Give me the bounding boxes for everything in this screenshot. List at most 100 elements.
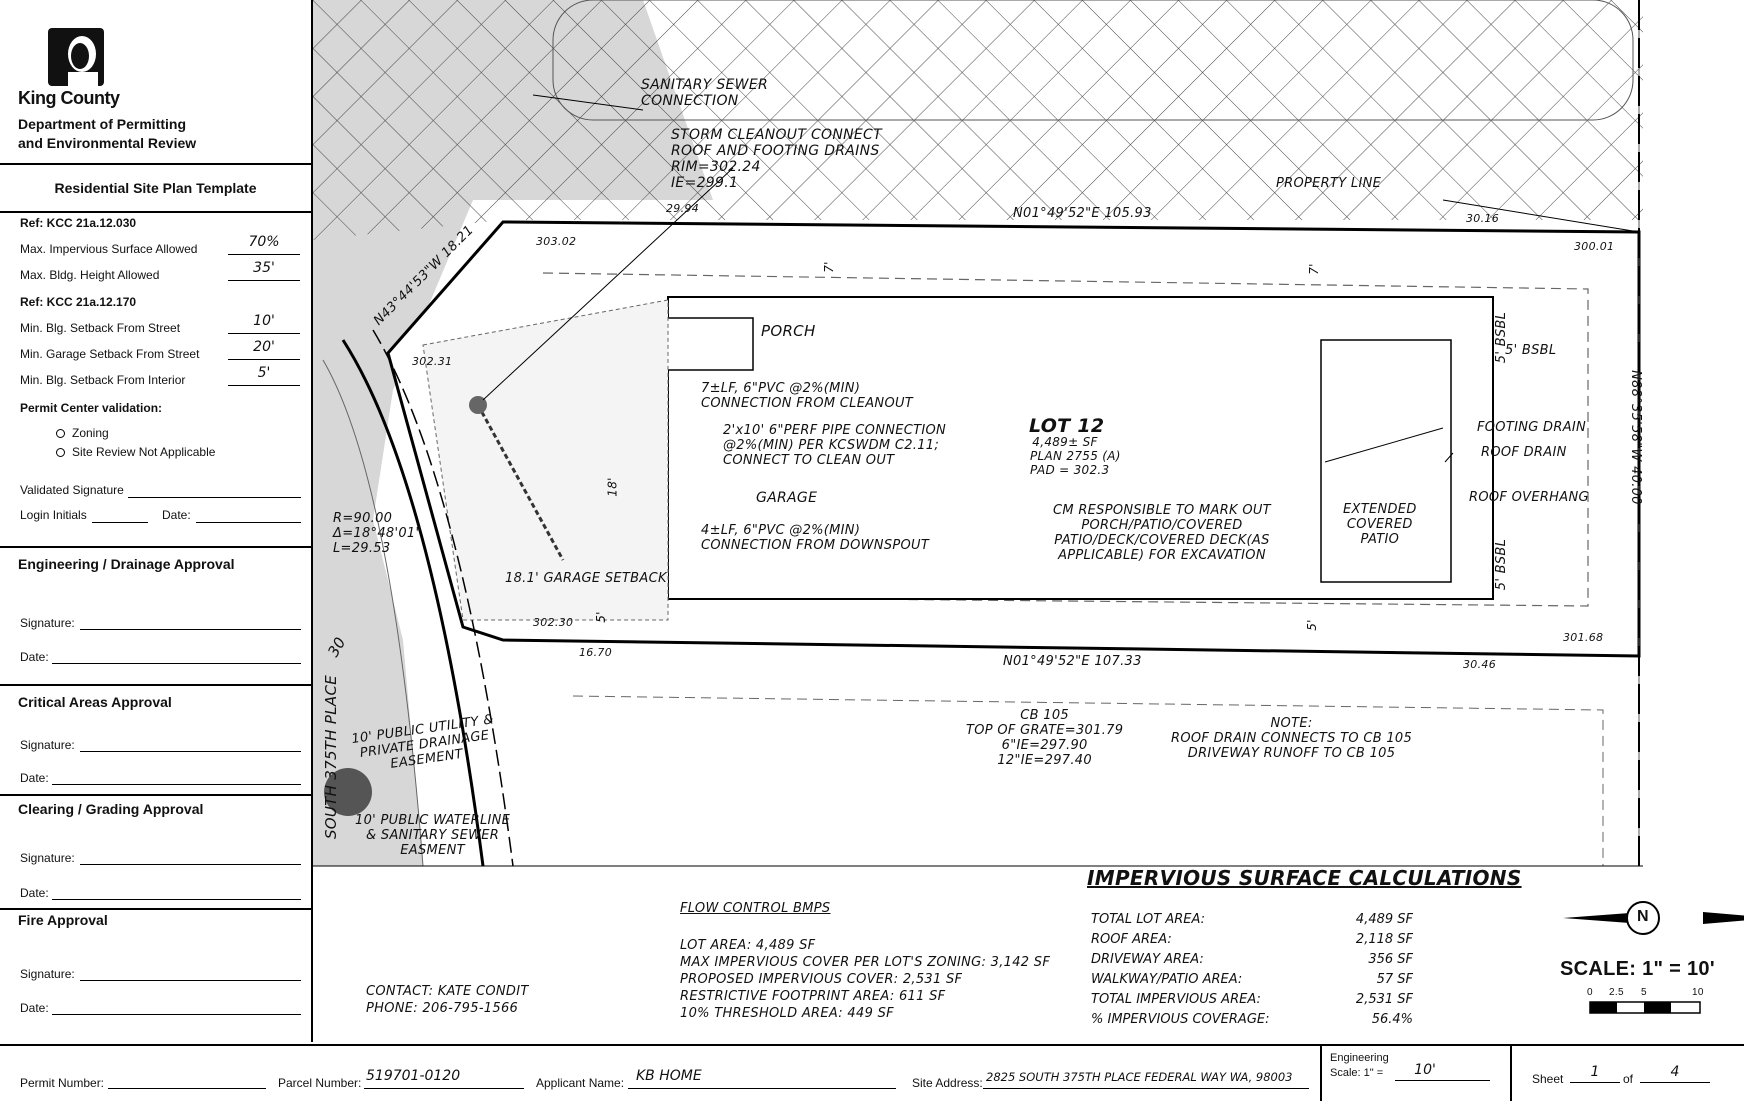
- height-underline: [228, 280, 300, 281]
- scale-bar: [1589, 1001, 1701, 1014]
- bearing-right: N88°35'58"W 40.00: [1627, 370, 1643, 505]
- signature-label: Signature:: [20, 616, 75, 630]
- dim-18: 18': [605, 477, 620, 497]
- elev-303: 303.02: [536, 235, 577, 248]
- site-plan-drawing: SANITARY SEWER CONNECTION STORM CLEANOUT…: [313, 0, 1744, 1042]
- site-review-radio[interactable]: [56, 448, 65, 457]
- property-line-label: PROPERTY LINE: [1276, 176, 1382, 191]
- curve-data: R=90.00 Δ=18°48'01" L=29.53: [333, 511, 422, 556]
- zoning-section: Ref: KCC 21a.12.030 Max. Impervious Surf…: [0, 211, 311, 548]
- applicant-underline: [628, 1088, 896, 1089]
- impervious-value: 70%: [248, 234, 280, 250]
- fire-date-field[interactable]: [52, 1014, 301, 1015]
- engineering-approval-section: Engineering / Drainage Approval Signatur…: [0, 546, 311, 686]
- impervious-label: Max. Impervious Surface Allowed: [20, 242, 198, 256]
- site-address-label: Site Address:: [912, 1076, 983, 1090]
- scale-tick-2-5: 2.5: [1609, 987, 1624, 998]
- validated-signature-field[interactable]: [128, 497, 301, 498]
- garage-setback-label: 18.1' GARAGE SETBACK: [505, 571, 667, 586]
- zoning-radio[interactable]: [56, 429, 65, 438]
- fire-approval-title: Fire Approval: [18, 912, 108, 928]
- ref-kcc-1: Ref: KCC 21a.12.030: [20, 216, 137, 230]
- calc-row-value: 56.4%: [1371, 1012, 1413, 1027]
- eng-scale-label-2: Scale: 1" =: [1330, 1067, 1384, 1079]
- garage-label: GARAGE: [756, 490, 818, 506]
- flow-control-list: LOT AREA: 4,489 SF MAX IMPERVIOUS COVER …: [680, 938, 1051, 1021]
- clearing-signature-field[interactable]: [80, 864, 301, 865]
- calc-row-label: TOTAL IMPERVIOUS AREA:: [1091, 992, 1261, 1007]
- scale-label: SCALE: 1" = 10': [1560, 958, 1715, 980]
- validated-date-field[interactable]: [196, 522, 301, 523]
- roof-drain-label: ROOF DRAIN: [1481, 445, 1567, 460]
- critical-signature-field[interactable]: [80, 751, 301, 752]
- permit-center-label: Permit Center validation:: [20, 401, 163, 415]
- permit-number-label: Permit Number:: [20, 1076, 105, 1090]
- site-address-value: 2825 SOUTH 375TH PLACE FEDERAL WAY WA, 9…: [986, 1070, 1293, 1084]
- dim-29-94: 29.94: [666, 202, 699, 215]
- dim-7-right: 7': [1306, 263, 1321, 275]
- validated-signature-label: Validated Signature: [20, 483, 124, 497]
- site-address-underline: [983, 1088, 1309, 1089]
- street-setback-label: Min. Blg. Setback From Street: [20, 321, 181, 335]
- pvc-downspout-note: 4±LF, 6"PVC @2%(MIN) CONNECTION FROM DOW…: [701, 523, 930, 553]
- date-label: Date:: [20, 886, 49, 900]
- eng-scale-underline: [1395, 1080, 1490, 1081]
- footing-drain-label: FOOTING DRAIN: [1477, 420, 1587, 435]
- of-label: of: [1623, 1072, 1634, 1086]
- bearing-top: N01°49'52"E 105.93: [1013, 206, 1152, 221]
- signature-label: Signature:: [20, 738, 75, 752]
- fire-signature-field[interactable]: [80, 980, 301, 981]
- bearing-bottom: N01°49'52"E 107.33: [1003, 654, 1142, 669]
- impervious-calc-title: IMPERVIOUS SURFACE CALCULATIONS: [1087, 866, 1522, 890]
- storm-cleanout-note: STORM CLEANOUT CONNECT ROOF AND FOOTING …: [671, 127, 882, 191]
- sheet-underline: [1570, 1082, 1620, 1083]
- king-silhouette-icon: [68, 36, 98, 86]
- engineering-date-field[interactable]: [52, 663, 301, 664]
- critical-date-field[interactable]: [52, 784, 301, 785]
- roof-overhang-label: ROOF OVERHANG: [1469, 490, 1589, 505]
- extended-patio-label: EXTENDED COVERED PATIO: [1343, 502, 1417, 547]
- elev-300-01: 300.01: [1574, 240, 1615, 253]
- engineering-signature-field[interactable]: [80, 629, 301, 630]
- scale-tick-5: 5: [1641, 987, 1647, 998]
- signature-label: Signature:: [20, 967, 75, 981]
- date-label: Date:: [20, 650, 49, 664]
- zoning-option-label: Zoning: [72, 426, 109, 440]
- org-dept-line2: and Environmental Review: [18, 135, 197, 151]
- pvc-cleanout-note: 7±LF, 6"PVC @2%(MIN) CONNECTION FROM CLE…: [701, 381, 914, 411]
- dim-30-16: 30.16: [1466, 212, 1499, 225]
- parcel-number-value: 519701-0120: [366, 1068, 461, 1084]
- interior-setback-value: 5': [257, 365, 271, 381]
- king-county-logo: [48, 28, 104, 86]
- calc-row-value: 4,489 SF: [1355, 912, 1413, 927]
- site-review-option-label: Site Review Not Applicable: [72, 445, 216, 459]
- permit-number-field[interactable]: [108, 1088, 266, 1089]
- public-waterline-easement: 10' PUBLIC WATERLINE & SANITARY SEWER EA…: [355, 813, 511, 858]
- org-dept-line1: Department of Permitting: [18, 116, 187, 132]
- drainage-note: NOTE: ROOF DRAIN CONNECTS TO CB 105 DRIV…: [1171, 716, 1413, 761]
- lot-title: LOT 12: [1029, 415, 1105, 437]
- elev-301-68: 301.68: [1563, 631, 1604, 644]
- bottom-title-bar: Permit Number: Parcel Number: 519701-012…: [0, 1044, 1744, 1101]
- north-arrow-icon: [1563, 901, 1744, 935]
- org-name: King County: [18, 88, 120, 108]
- sheet-label: Sheet: [1532, 1072, 1564, 1086]
- login-initials-field[interactable]: [92, 522, 148, 523]
- calc-row-label: TOTAL LOT AREA:: [1091, 912, 1205, 927]
- street-name-label: SOUTH 375TH PLACE: [322, 674, 341, 840]
- flow-control-title: FLOW CONTROL BMPS: [680, 901, 831, 916]
- eng-scale-label-1: Engineering: [1330, 1052, 1389, 1064]
- sheet-total-underline: [1640, 1082, 1710, 1083]
- interior-setback-label: Min. Blg. Setback From Interior: [20, 373, 186, 387]
- height-value: 35': [253, 260, 275, 276]
- ref-kcc-2: Ref: KCC 21a.12.170: [20, 295, 137, 309]
- driveway: [422, 299, 669, 621]
- applicant-value: KB HOME: [636, 1068, 702, 1084]
- clearing-date-field[interactable]: [52, 899, 301, 900]
- catch-basin-icon: [324, 768, 372, 816]
- dim-30-46: 30.46: [1463, 658, 1496, 671]
- title-block-sidebar: King County Department of Permitting and…: [0, 0, 313, 1042]
- applicant-label: Applicant Name:: [536, 1076, 625, 1090]
- engineering-approval-title: Engineering / Drainage Approval: [18, 556, 235, 572]
- sanitary-sewer-note: SANITARY SEWER CONNECTION: [641, 77, 768, 109]
